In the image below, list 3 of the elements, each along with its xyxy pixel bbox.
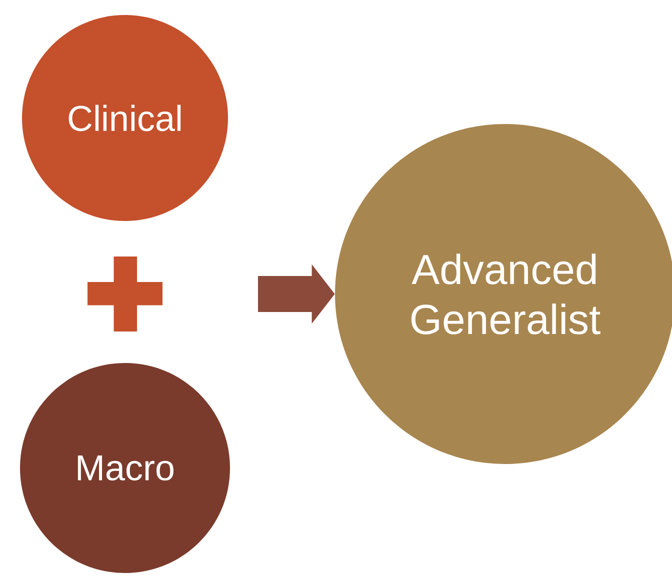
circle-node: Macro	[20, 363, 230, 573]
plus-sign	[88, 256, 162, 332]
circle-node: Clinical	[22, 15, 228, 221]
